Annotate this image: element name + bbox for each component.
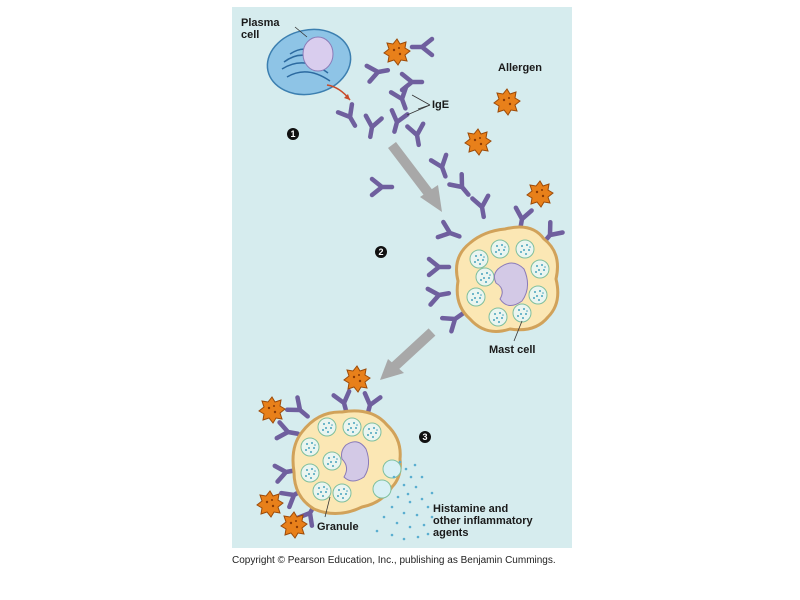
histamine-label: Histamine and other inflammatory agents bbox=[433, 503, 533, 539]
plasma-cell-label: Plasma cell bbox=[241, 17, 280, 41]
allergy-diagram-panel: Plasma cell IgE Allergen Mast cell Granu… bbox=[232, 7, 572, 548]
copyright-notice: Copyright © Pearson Education, Inc., pub… bbox=[232, 555, 556, 566]
ige-leader-2 bbox=[411, 94, 431, 106]
sensitized-mast-cell bbox=[428, 180, 563, 331]
step-arrow-1 bbox=[388, 141, 442, 212]
step-2-badge: 2 bbox=[375, 246, 387, 258]
ige-leader-3 bbox=[406, 104, 431, 116]
step-arrow-2 bbox=[380, 328, 436, 380]
granule-label: Granule bbox=[317, 521, 359, 533]
ige-label: IgE bbox=[432, 99, 450, 111]
free-ige-antibodies bbox=[338, 39, 474, 200]
histamine-release-dots bbox=[375, 460, 434, 541]
plasma-cell bbox=[266, 28, 352, 101]
plasma-cell-leader bbox=[294, 26, 308, 38]
step-1-badge: 1 bbox=[287, 128, 299, 140]
diagram-artwork bbox=[256, 26, 572, 541]
degranulating-mast-cell bbox=[256, 365, 402, 539]
mast-cell-label: Mast cell bbox=[489, 344, 536, 356]
allergen-label: Allergen bbox=[498, 62, 543, 74]
granule-leader bbox=[324, 496, 331, 518]
step-3-badge: 3 bbox=[419, 431, 431, 443]
mast-cell-leader bbox=[513, 320, 523, 342]
